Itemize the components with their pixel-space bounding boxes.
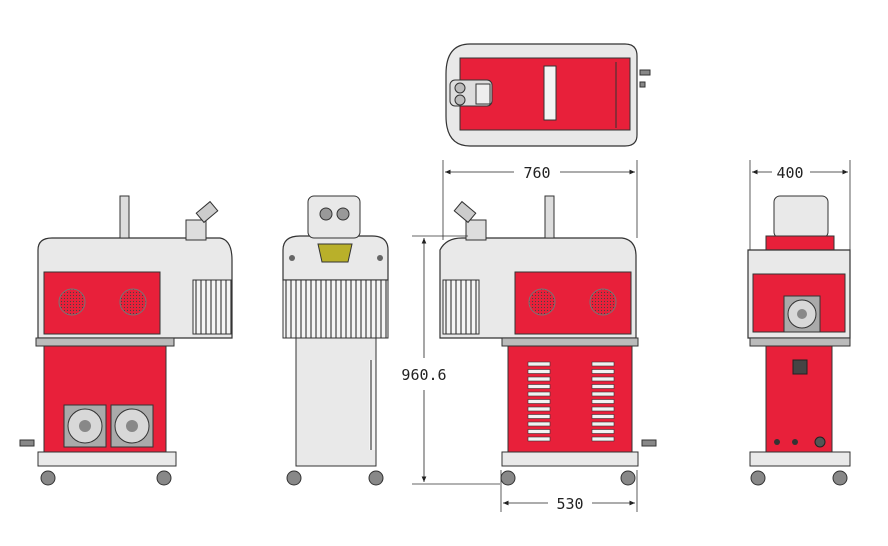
dimension-width: 760 [442,160,638,240]
fan-back [783,295,821,333]
back-view [747,195,851,486]
microscope-top [449,79,493,107]
vent-slot [527,429,551,434]
vent-slot [527,391,551,397]
fan-left-2 [110,404,154,448]
left-side-view [19,195,233,486]
dim-400-label: 400 [776,164,803,182]
vent-slot [591,384,615,389]
fan-left-1 [63,404,107,448]
dimension-back-width: 400 [749,160,851,250]
vent-slot [527,361,551,367]
vent-slot [591,436,615,442]
vent-slot [527,384,551,389]
dim-530-label: 530 [556,495,583,513]
vent-slot [591,429,615,434]
vent-slot [591,391,615,397]
vent-slot [527,406,551,412]
right-side-view [439,195,657,486]
vent-slot [591,369,615,374]
vent-slot [591,406,615,412]
dimension-depth: 530 [500,470,638,513]
dim-960-label: 960.6 [401,366,446,384]
dimension-height: 960.6 [401,235,500,485]
vent-slot [527,376,551,382]
vent-slot [591,421,615,427]
vent-slot [527,421,551,427]
front-view [282,195,389,486]
vent-slot [527,369,551,374]
vent-slot [527,399,551,404]
vent-slot [591,414,615,419]
vent-slot [527,414,551,419]
vent-slot [527,436,551,442]
vent-slot [591,399,615,404]
dim-760-label: 760 [523,164,550,182]
vent-slot [591,376,615,382]
vent-slot [591,361,615,367]
top-view [445,43,651,147]
